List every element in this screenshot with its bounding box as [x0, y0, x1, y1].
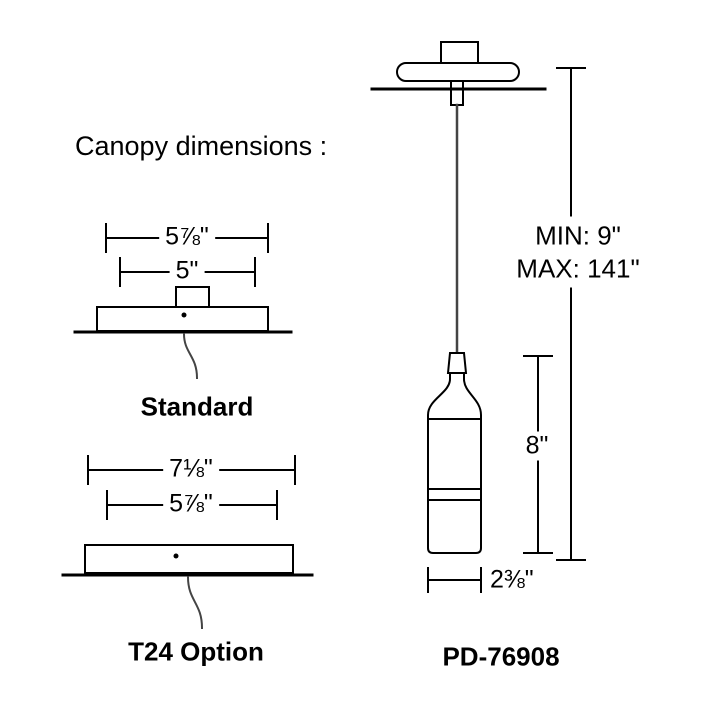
standard-inner-dimension-label: 5" — [169, 256, 205, 286]
standard-canopy-body — [96, 306, 269, 332]
max-height-text: MAX: 141" — [516, 253, 640, 283]
t24-canopy-diagram — [61, 455, 314, 630]
bottle-glass-outline — [427, 372, 482, 554]
t24-cord — [186, 575, 204, 630]
pendant-canopy-disc — [396, 62, 520, 82]
min-height-text: MIN: 9" — [535, 220, 621, 251]
cord-grip — [446, 352, 468, 374]
suspension-height-label: MIN: 9" MAX: 141" — [508, 216, 648, 288]
model-number: PD-76908 — [442, 641, 560, 672]
pendant-stem — [450, 80, 464, 106]
t24-inner-dimension-label: 5⅞" — [163, 489, 219, 519]
glass-height-label: 8" — [519, 431, 555, 461]
standard-outer-dimension-label: 5⅞" — [159, 222, 215, 252]
t24-canopy-body — [84, 544, 294, 574]
junction-box — [440, 41, 479, 65]
overall-height-dimension-line — [556, 67, 586, 561]
standard-caption: Standard — [140, 391, 254, 422]
page-title: Canopy dimensions : — [75, 131, 328, 161]
pendant-diagram — [370, 41, 547, 554]
standard-cord — [182, 332, 199, 380]
standard-canopy-screw — [181, 312, 187, 318]
t24-canopy-screw — [173, 553, 179, 559]
t24-outer-dimension-label: 7⅛" — [163, 454, 219, 484]
t24-caption: T24 Option — [128, 636, 264, 667]
glass-width-label: 2⅜" — [488, 565, 536, 595]
glass-width-dimension-line — [427, 567, 482, 593]
standard-canopy-stub — [175, 286, 210, 308]
